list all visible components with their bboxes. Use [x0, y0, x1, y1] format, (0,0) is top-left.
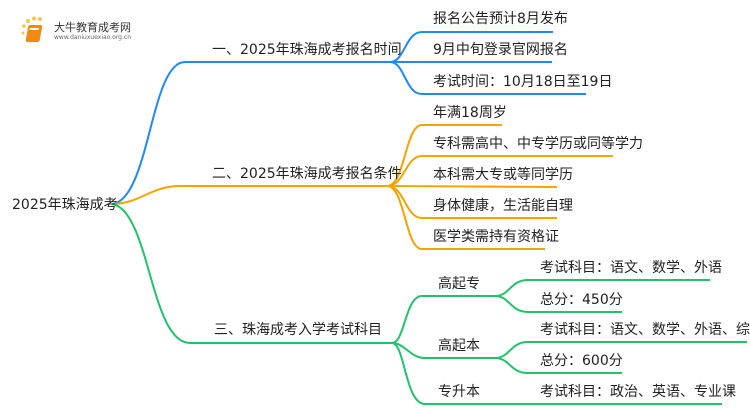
connector-leaf	[386, 185, 558, 188]
connector-sub	[391, 342, 495, 359]
leaf-node: 考试科目：语文、数学、外语	[540, 260, 722, 276]
leaf-node: 报名公告预计8月发布	[433, 11, 568, 27]
leaf-node: 9月中旬登录官网报名	[433, 42, 568, 58]
connector-leaf	[389, 61, 586, 95]
leaf-node: 考试科目：语文、数学、外语、综合	[540, 322, 750, 338]
sub-node-gaoqiben: 高起本	[438, 338, 480, 354]
leaf-node: 医学类需持有资格证	[433, 229, 559, 245]
connector-leaf	[389, 31, 553, 63]
logo-url: www.daniuxuexiao.org.cn	[54, 34, 131, 41]
connector-leaf	[494, 295, 622, 313]
branch-2-node: 二、2025年珠海成考报名条件	[212, 166, 402, 182]
leaf-node: 总分：600分	[540, 353, 623, 369]
root-node: 2025年珠海成考	[12, 197, 118, 213]
leaf-node: 考试时间：10月18日至19日	[433, 74, 613, 90]
connector-sub	[391, 342, 722, 405]
connector-branch-3	[111, 203, 392, 344]
connector-leaf	[386, 185, 545, 250]
leaf-node: 专科需高中、中专学历或同等学力	[433, 136, 643, 152]
leaf-node: 身体健康，生活能自理	[433, 198, 573, 214]
leaf-node: 考试科目：政治、英语、专业课	[540, 384, 736, 400]
logo-title: 大牛教育成考网	[54, 21, 131, 34]
sub-node-gaoqizhuan: 高起专	[438, 276, 480, 292]
connector-leaf	[386, 155, 613, 187]
leaf-node: 总分：450分	[540, 292, 623, 308]
leaf-node: 本科需大专或等同学历	[433, 167, 573, 183]
connector-leaf	[386, 124, 502, 187]
connector-branch-1	[111, 61, 390, 205]
connector-branch-2	[111, 185, 387, 205]
connector-leaf	[494, 279, 710, 297]
branch-1-node: 一、2025年珠海成考报名时间	[212, 42, 402, 58]
connector-leaf	[494, 357, 622, 374]
branch-3-node: 三、珠海成考入学考试科目	[214, 322, 382, 338]
connector-sub	[391, 295, 495, 344]
book-logo-icon	[21, 16, 43, 42]
leaf-node: 年满18周岁	[433, 105, 507, 121]
sub-node-zhuanshengben: 专升本	[438, 384, 480, 400]
